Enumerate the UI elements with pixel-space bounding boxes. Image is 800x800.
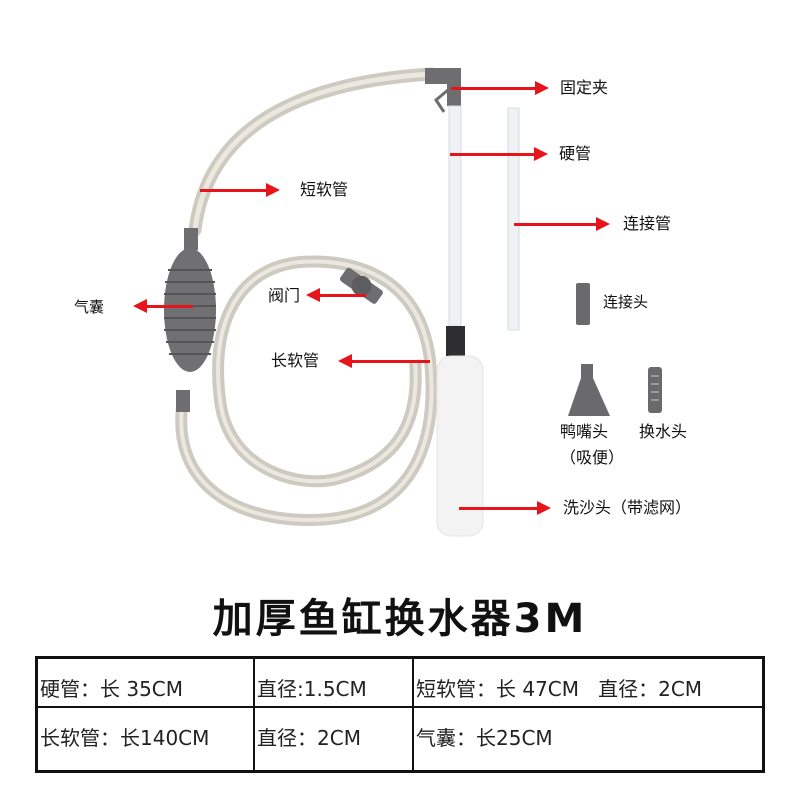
label-clip: 固定夹 [560, 78, 609, 97]
spec-cell: 长软管：长140CM [35, 706, 255, 773]
arrow-clip [451, 81, 549, 95]
label-bulb: 气囊 [74, 298, 105, 316]
connector-shape [576, 283, 590, 325]
spec-table: 硬管：长 35CM 直径:1.5CM 短软管：长 47CM 直径：2CM 长软管… [35, 656, 765, 773]
connecting-tube-shape [507, 107, 520, 331]
arrow-short-hose [200, 183, 280, 197]
valve-shape [339, 267, 383, 304]
sand-wash-head-shape [436, 355, 484, 537]
arrow-connecting-tube [514, 217, 610, 231]
label-water-change-head: 换水头 [639, 422, 688, 441]
label-short-hose: 短软管 [300, 180, 349, 199]
spec-cell: 直径:1.5CM [253, 656, 414, 709]
table-row: 长软管：长140CM 直径：2CM 气囊：长25CM [35, 706, 765, 773]
label-connecting-tube: 连接管 [623, 214, 672, 233]
spec-cell: 硬管：长 35CM [35, 656, 255, 709]
label-valve: 阀门 [268, 286, 301, 305]
spec-cell: 短软管：长 47CM 直径：2CM [412, 656, 765, 709]
water-change-head-shape [648, 367, 662, 413]
hard-tube-shape [448, 105, 462, 327]
spec-cell: 气囊：长25CM [412, 706, 765, 773]
duckbill-head-shape [568, 378, 610, 416]
label-long-hose: 长软管 [271, 351, 320, 370]
label-sand-wash-head: 洗沙头（带滤网） [563, 498, 692, 517]
label-duckbill-head: 鸭嘴头 [560, 422, 609, 441]
arrow-long-hose [338, 354, 430, 368]
table-row: 硬管：长 35CM 直径:1.5CM 短软管：长 47CM 直径：2CM [35, 656, 765, 709]
arrow-hard-tube [450, 147, 548, 161]
product-title: 加厚鱼缸换水器3M [212, 596, 588, 642]
product-illustration [164, 67, 662, 537]
spec-cell: 直径：2CM [253, 706, 414, 773]
arrow-bulb [133, 299, 193, 313]
arrow-sand-wash-head [459, 501, 551, 515]
label-duckbill-note: （吸便） [560, 448, 625, 467]
label-hard-tube: 硬管 [559, 144, 592, 163]
label-connector: 连接头 [603, 293, 649, 311]
arrow-valve [306, 288, 366, 302]
